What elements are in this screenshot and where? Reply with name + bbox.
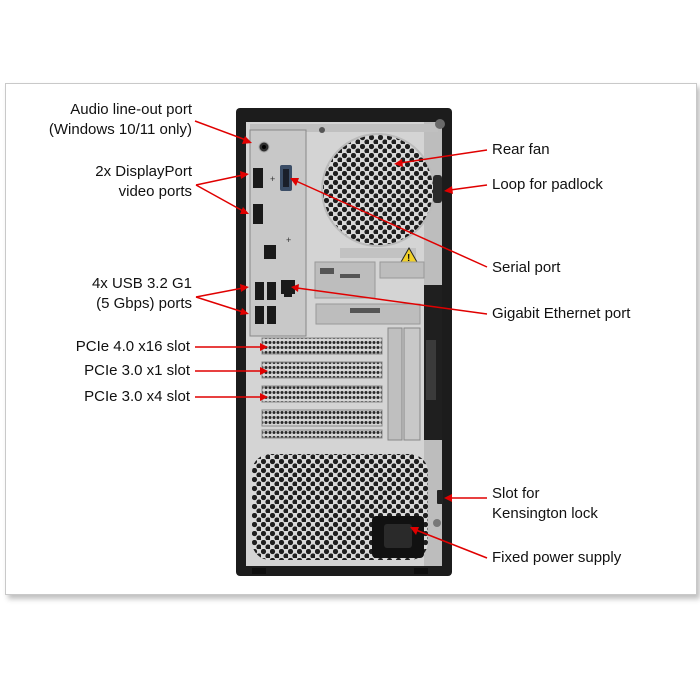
label-pcie-x1-text: PCIe 3.0 x1 slot [84,362,190,379]
warning-symbol: ! [407,253,410,264]
label-kensington-line1: Slot for [492,485,540,502]
label-padlock-text: Loop for padlock [492,176,603,193]
label-audio-line2: (Windows 10/11 only) [48,121,192,138]
pcie-slots [261,337,383,439]
label-audio-line1: Audio line-out port [70,101,192,118]
label-dp-line2: video ports [118,183,192,200]
io-plate [249,129,307,337]
label-padlock: Loop for padlock [492,175,603,195]
label-kensington-line2: Kensington lock [492,505,598,522]
label-usb: 4x USB 3.2 G1 (5 Gbps) ports [92,274,192,314]
label-pcie-x16: PCIe 4.0 x16 slot [76,337,190,357]
label-ethernet-text: Gigabit Ethernet port [492,305,631,322]
rear-fan-icon [321,133,435,247]
dp-plus-1: + [270,174,275,184]
label-usb-line2: (5 Gbps) ports [96,295,192,312]
displayport-2-icon [253,204,263,224]
label-ethernet: Gigabit Ethernet port [492,304,630,324]
screw-icon [435,119,445,129]
ethernet-port-icon [281,280,295,294]
callout-lines [194,120,488,559]
label-displayport: 2x DisplayPort video ports [95,162,192,202]
label-usb-line1: 4x USB 3.2 G1 [91,275,192,292]
label-rear-fan: Rear fan [492,140,550,160]
label-pcie-x4: PCIe 3.0 x4 slot [84,387,190,407]
label-pcie-x4-text: PCIe 3.0 x4 slot [84,388,190,405]
label-kensington: Slot for Kensington lock [492,484,598,524]
label-pcie-x1: PCIe 3.0 x1 slot [84,361,190,381]
padlock-loop-icon [433,175,442,203]
displayport-1-icon [253,168,263,188]
usb-ports-icon [255,282,276,324]
label-pcie-x16-text: PCIe 4.0 x16 slot [75,338,190,355]
label-power-supply: Fixed power supply [492,548,621,568]
label-rear-fan-text: Rear fan [492,141,550,158]
label-serial: Serial port [492,258,560,278]
label-dp-line1: 2x DisplayPort [95,163,192,180]
kensington-slot-icon [437,490,443,504]
label-serial-text: Serial port [492,259,561,276]
dp-plus-2: + [286,235,291,245]
label-power-text: Fixed power supply [492,549,622,566]
label-audio-line-out: Audio line-out port (Windows 10/11 only) [49,100,192,140]
